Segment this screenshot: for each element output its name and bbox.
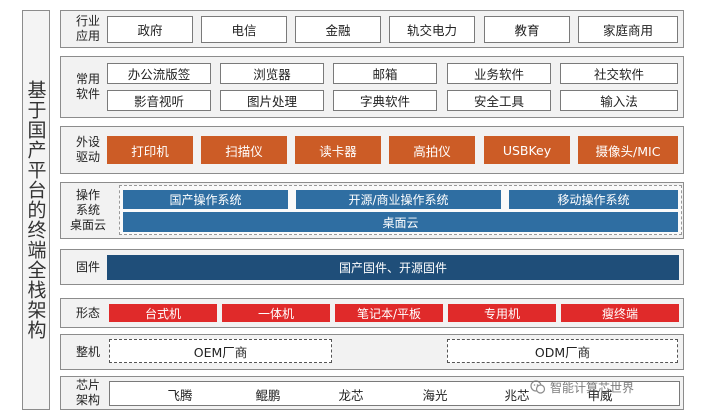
software-label: 常用 软件 xyxy=(75,72,100,101)
software-item: 办公流版签 xyxy=(107,63,211,84)
oem-vendor: OEM厂商 xyxy=(109,339,332,363)
odm-vendor: ODM厂商 xyxy=(447,339,678,363)
form-item: 瘦终端 xyxy=(561,304,679,322)
peripheral-label: 外设 驱动 xyxy=(75,135,100,164)
form-item: 一体机 xyxy=(222,304,330,322)
chip-item: 申威 xyxy=(587,387,613,403)
architecture-title: 基于国产平台的终端全栈架构 xyxy=(24,80,47,340)
os-item: 开源/商业操作系统 xyxy=(296,190,501,209)
form-item: 笔记本/平板 xyxy=(335,304,443,322)
architecture-title-panel: 基于国产平台的终端全栈架构 xyxy=(22,10,50,410)
form-label: 形态 xyxy=(75,305,100,320)
machine-label: 整机 xyxy=(75,344,100,359)
chip-item: 鲲鹏 xyxy=(255,387,281,403)
form-item: 专用机 xyxy=(448,304,556,322)
chip-item: 海光 xyxy=(422,387,448,403)
software-item: 字典软件 xyxy=(333,90,437,111)
software-item: 影音视听 xyxy=(107,90,211,111)
chip-label: 芯片 架构 xyxy=(75,378,100,407)
form-item: 台式机 xyxy=(109,304,217,322)
peripheral-item: 高拍仪 xyxy=(389,136,475,164)
industry-item: 金融 xyxy=(295,16,381,43)
industry-item: 轨交电力 xyxy=(389,16,475,43)
chip-item: 飞腾 xyxy=(167,387,193,403)
industry-item: 家庭商用 xyxy=(578,16,678,43)
peripheral-item: USBKey xyxy=(484,136,570,164)
software-item: 图片处理 xyxy=(220,90,324,111)
industry-item: 教育 xyxy=(484,16,570,43)
peripheral-item: 打印机 xyxy=(107,136,193,164)
watermark-text: 智能计算芯世界 xyxy=(550,380,635,395)
watermark: 智能计算芯世界 xyxy=(530,377,634,397)
peripheral-item: 读卡器 xyxy=(295,136,381,164)
industry-label: 行业 应用 xyxy=(75,14,100,43)
peripheral-item: 摄像头/MIC xyxy=(578,136,678,164)
os-label: 操作 系统 桌面云 xyxy=(69,188,106,232)
industry-item: 政府 xyxy=(107,16,193,43)
chip-item: 龙芯 xyxy=(338,387,364,403)
chip-item: 兆芯 xyxy=(504,387,530,403)
desktop-cloud-bar: 桌面云 xyxy=(123,212,678,232)
peripheral-item: 扫描仪 xyxy=(201,136,287,164)
software-item: 浏览器 xyxy=(220,63,324,84)
os-item: 国产操作系统 xyxy=(123,190,288,209)
chip-strip xyxy=(109,381,680,406)
wechat-icon xyxy=(530,380,546,394)
software-item: 社交软件 xyxy=(560,63,678,84)
os-item: 移动操作系统 xyxy=(509,190,678,209)
firmware-label: 固件 xyxy=(75,259,100,274)
software-item: 业务软件 xyxy=(447,63,551,84)
software-item: 输入法 xyxy=(560,90,678,111)
software-item: 安全工具 xyxy=(447,90,551,111)
firmware-bar: 国产固件、开源固件 xyxy=(107,255,679,280)
industry-item: 电信 xyxy=(201,16,287,43)
software-item: 邮箱 xyxy=(333,63,437,84)
